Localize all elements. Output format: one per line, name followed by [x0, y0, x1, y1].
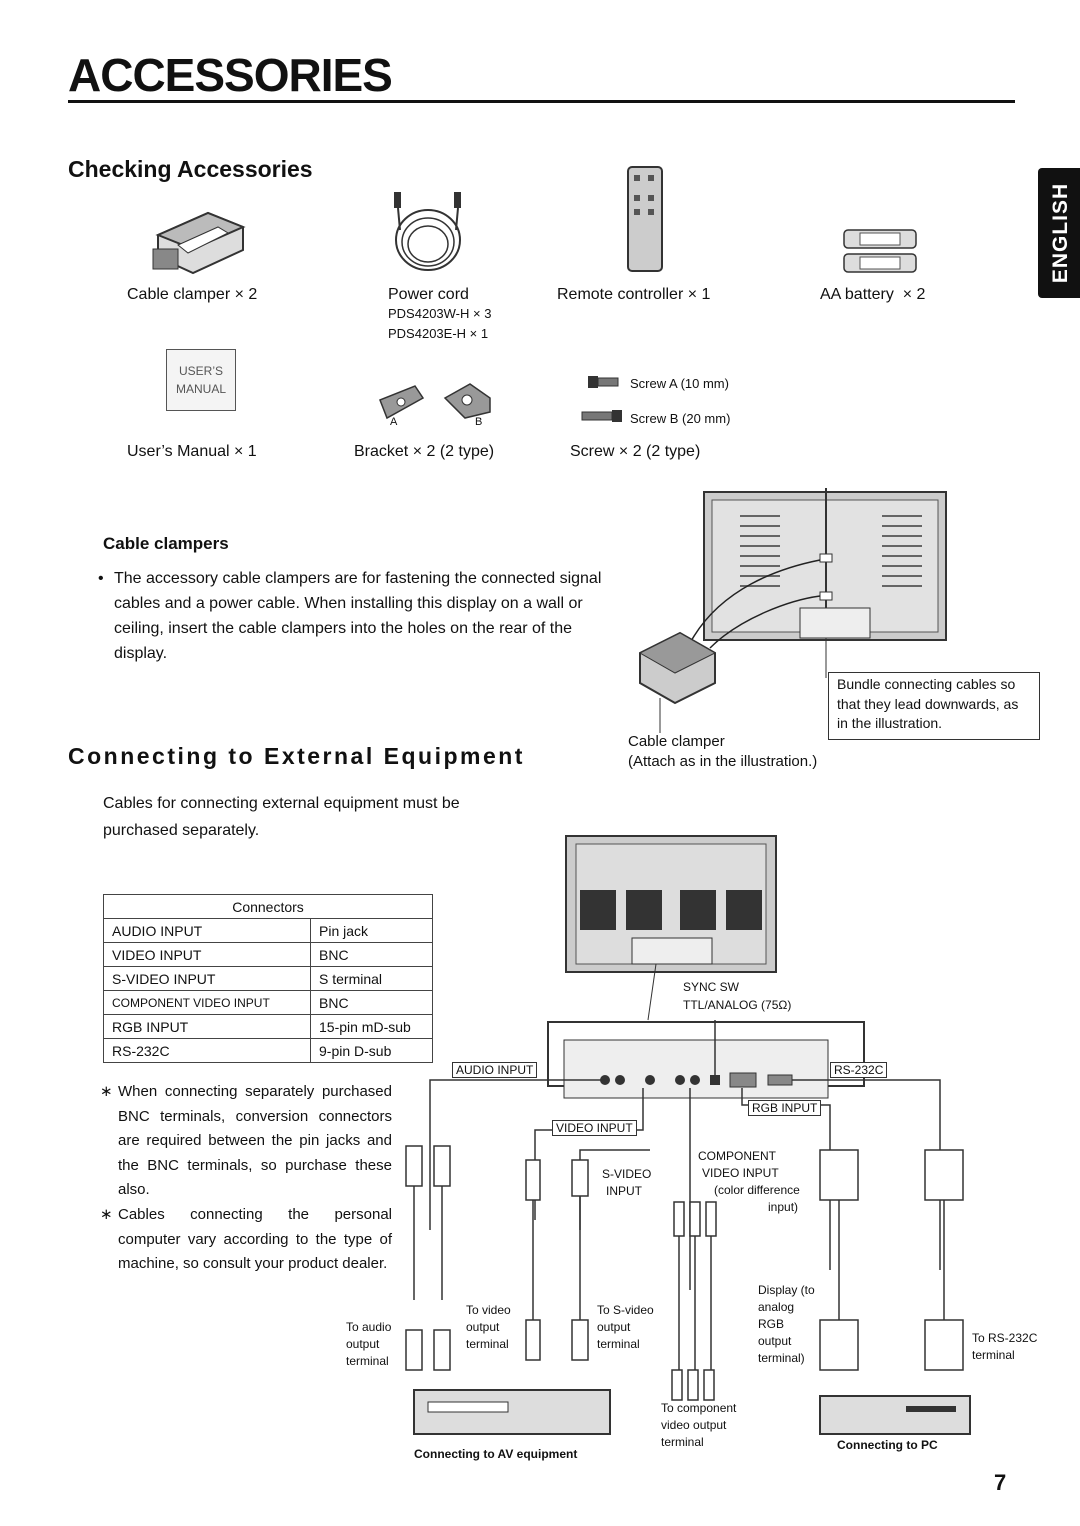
cable-clamper-caption: Cable clamper — [628, 733, 725, 750]
power-cord-illustration — [394, 192, 461, 271]
svideo-input-label-1: S-VIDEO — [602, 1167, 652, 1181]
cable-clamper-label: Cable clamper × 2 — [127, 286, 258, 303]
users-manual-label: User’s Manual × 1 — [127, 443, 257, 460]
connecting-heading: Connecting to External Equipment — [68, 743, 525, 769]
component-label-2: VIDEO INPUT — [702, 1166, 779, 1180]
to-audio-label: To audio output terminal — [346, 1320, 392, 1368]
screw-b-icon — [581, 410, 622, 422]
connecting-intro: Cables for connecting external equipment… — [103, 795, 460, 839]
cable-clampers-heading: Cable clampers — [103, 534, 229, 553]
rs232c-label: RS-232C — [830, 1062, 888, 1078]
connection-diagram — [405, 835, 971, 1435]
display-rear-illustration — [638, 488, 947, 733]
aa-battery-label: AA battery × 2 — [820, 286, 926, 303]
svideo-input-label-2: INPUT — [606, 1184, 642, 1198]
component-label-3: (color difference — [714, 1183, 800, 1197]
cable-clamper-illustration — [152, 211, 246, 275]
bracket-a-letter: A — [390, 416, 398, 428]
power-cord-label: Power cord — [388, 286, 469, 303]
table-header: Connectors — [103, 894, 433, 919]
screw-b-label: Screw B (20 mm) — [630, 411, 731, 426]
power-cord-e-qty: PDS4203E-H × 1 — [388, 326, 489, 341]
note-1: ∗ When connecting separately purchased B… — [100, 1083, 392, 1198]
video-input-label: VIDEO INPUT — [552, 1120, 637, 1136]
aa-battery-illustration — [843, 229, 917, 273]
component-label-1: COMPONENT — [698, 1149, 776, 1163]
title-rule — [68, 100, 1015, 103]
screw-a-label: Screw A (10 mm) — [630, 376, 729, 391]
bundle-cables-callout: Bundle connecting cables so that they le… — [828, 672, 1040, 740]
pc-caption: Connecting to PC — [837, 1438, 938, 1452]
display-rgb-label: Display (to analog RGB output terminal) — [758, 1283, 815, 1365]
language-tab: ENGLISH — [1038, 168, 1080, 298]
av-caption: Connecting to AV equipment — [414, 1447, 578, 1461]
remote-controller-illustration — [627, 166, 663, 272]
to-component-label: To component video output terminal — [661, 1401, 737, 1449]
to-rs232c-label: To RS-232C terminal — [972, 1331, 1038, 1362]
page-title: ACCESSORIES — [68, 49, 393, 101]
bracket-b-letter: B — [475, 416, 483, 428]
checking-accessories-heading: Checking Accessories — [68, 156, 313, 182]
bracket-illustration — [379, 383, 491, 420]
screw-a-icon — [588, 376, 619, 388]
to-video-label: To video output terminal — [466, 1303, 511, 1351]
remote-controller-label: Remote controller × 1 — [557, 286, 711, 303]
attach-caption: (Attach as in the illustration.) — [628, 753, 818, 770]
screw-label: Screw × 2 (2 type) — [570, 443, 701, 460]
note-2: ∗ Cables connecting the personal compute… — [100, 1206, 392, 1272]
rgb-input-label: RGB INPUT — [748, 1100, 822, 1116]
bracket-label: Bracket × 2 (2 type) — [354, 443, 495, 460]
page-number: 7 — [994, 1470, 1007, 1495]
component-label-4: input) — [768, 1200, 799, 1214]
audio-input-label: AUDIO INPUT — [452, 1062, 538, 1078]
ttl-analog-label: TTL/ANALOG (75Ω) — [683, 998, 792, 1012]
power-cord-w-qty: PDS4203W-H × 3 — [388, 306, 492, 321]
to-svideo-label: To S-video output terminal — [597, 1303, 654, 1351]
cable-clampers-bullet: • The accessory cable clampers are for f… — [98, 570, 602, 662]
users-manual-illustration: USER’S MANUAL — [166, 349, 236, 411]
sync-sw-label: SYNC SW — [683, 980, 740, 994]
